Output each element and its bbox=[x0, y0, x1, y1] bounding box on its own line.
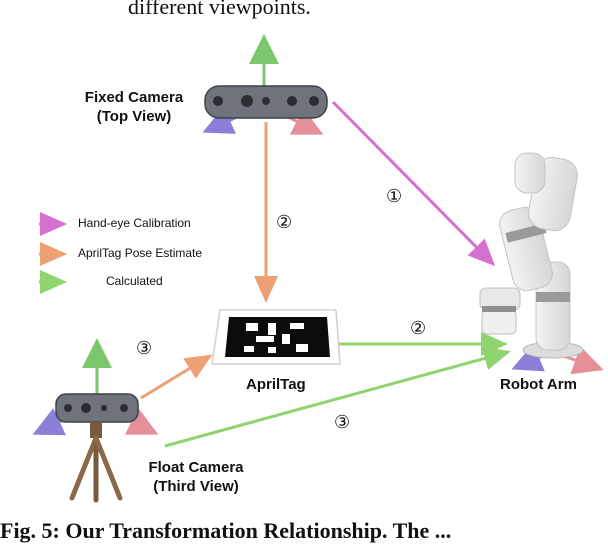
fixed-camera-label-line2: (Top View) bbox=[70, 107, 198, 126]
tripod-leg bbox=[72, 438, 96, 498]
fixed-camera-label: Fixed Camera (Top View) bbox=[70, 88, 198, 126]
step-marker-three-lower: ③ bbox=[334, 412, 350, 433]
float-camera-label-line2: (Third View) bbox=[130, 477, 262, 496]
legend-label-calculated: Calculated bbox=[106, 274, 163, 288]
step-marker-one: ① bbox=[386, 186, 402, 207]
step-marker-two-horizontal: ② bbox=[410, 318, 426, 339]
float-to-apriltag-arrow bbox=[141, 356, 210, 398]
robot-arm-label: Robot Arm bbox=[500, 376, 577, 393]
apriltag-marker bbox=[212, 310, 340, 364]
step-marker-two-vertical: ② bbox=[276, 212, 292, 233]
legend-label-apriltag-pose: AprilTag Pose Estimate bbox=[78, 246, 202, 260]
fixed-camera-label-line1: Fixed Camera bbox=[70, 88, 198, 107]
float-camera-label: Float Camera (Third View) bbox=[130, 458, 262, 496]
step-marker-three-upper: ③ bbox=[136, 338, 152, 359]
float-camera-label-line1: Float Camera bbox=[130, 458, 262, 477]
legend-label-hand-eye: Hand-eye Calibration bbox=[78, 216, 191, 230]
figure-caption-partial: Fig. 5: Our Transformation Relationship.… bbox=[0, 518, 451, 544]
hand-eye-calibration-arrow bbox=[333, 102, 493, 264]
robot-arm bbox=[480, 153, 598, 368]
header-partial-text: different viewpoints. bbox=[128, 0, 311, 20]
fixed-camera bbox=[205, 40, 327, 132]
tripod-leg bbox=[96, 438, 120, 498]
apriltag-label: AprilTag bbox=[246, 376, 306, 393]
